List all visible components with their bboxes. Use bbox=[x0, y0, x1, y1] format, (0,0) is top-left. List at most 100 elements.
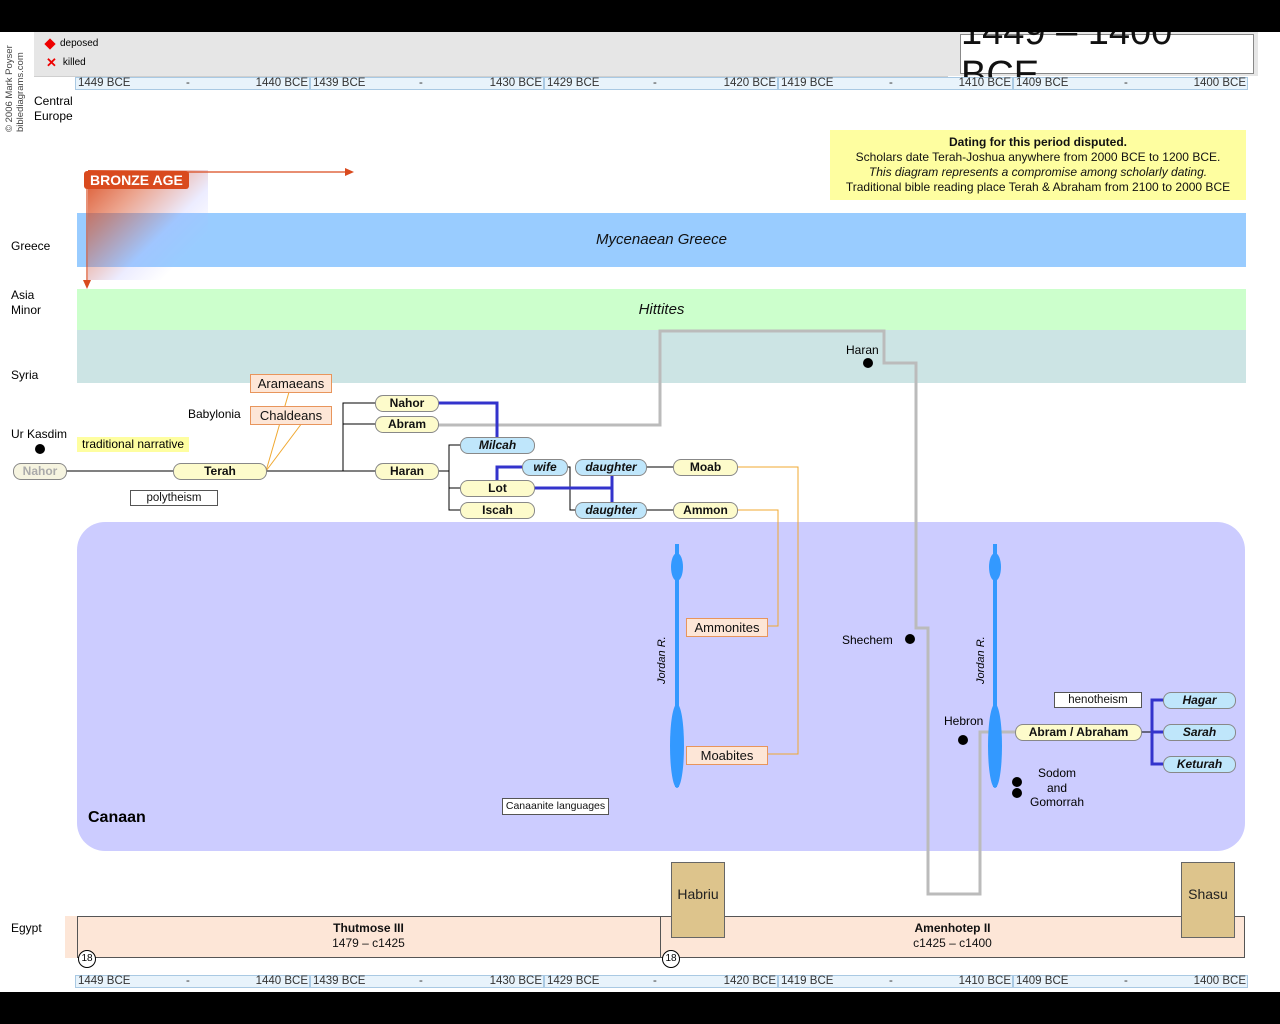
band-egypt bbox=[65, 916, 1245, 958]
dating-note: Dating for this period disputed. Scholar… bbox=[830, 130, 1246, 200]
axis-mid: - bbox=[1124, 975, 1128, 987]
band-greece-label: Mycenaean Greece bbox=[596, 231, 727, 248]
axis-mid: - bbox=[889, 975, 893, 987]
descent-line bbox=[265, 391, 290, 472]
note-line: This diagram represents a compromise amo… bbox=[868, 165, 1208, 179]
person-sarah[interactable]: Sarah bbox=[1163, 724, 1236, 741]
region-egypt: Egypt bbox=[11, 921, 42, 935]
cross-icon: ✕ bbox=[46, 54, 57, 70]
place-haran: Haran bbox=[846, 343, 879, 357]
river-jordan-right bbox=[988, 544, 1002, 788]
region-greece: Greece bbox=[11, 239, 51, 253]
axis-start: 1439 BCE bbox=[313, 77, 366, 89]
axis-mid: - bbox=[1124, 77, 1128, 89]
axis-end: 1410 BCE bbox=[958, 975, 1011, 987]
legend-deposed: deposed bbox=[44, 37, 99, 50]
place-hebron: Hebron bbox=[944, 714, 984, 728]
region-label-line: Central bbox=[34, 94, 73, 108]
legend-killed: ✕ killed bbox=[46, 54, 86, 70]
person-abram[interactable]: Abram bbox=[375, 416, 439, 433]
place-dot-haran bbox=[863, 358, 873, 368]
legend-bar: deposed ✕ killed bbox=[34, 32, 948, 77]
papyrus-shasu: Shasu bbox=[1181, 862, 1235, 938]
axis-mid: - bbox=[889, 77, 893, 89]
axis-segment: 1449 BCE - 1440 BCE bbox=[75, 975, 310, 988]
band-greece: Mycenaean Greece bbox=[77, 213, 1246, 267]
person-ammon[interactable]: Ammon bbox=[673, 502, 738, 519]
note-line: Scholars date Terah-Joshua anywhere from… bbox=[855, 150, 1221, 164]
person-haran[interactable]: Haran bbox=[375, 463, 439, 480]
axis-segment: 1439 BCE - 1430 BCE bbox=[310, 975, 544, 988]
axis-end: 1430 BCE bbox=[489, 975, 542, 987]
pharaoh-thutmose-iii: Thutmose III 1479 – c1425 bbox=[77, 921, 660, 951]
label-henotheism: henotheism bbox=[1054, 692, 1142, 708]
axis-end: 1400 BCE bbox=[1193, 975, 1246, 987]
timeline-axis-top: 1449 BCE - 1440 BCE 1439 BCE - 1430 BCE … bbox=[75, 77, 1248, 91]
people-aramaeans: Aramaeans bbox=[250, 374, 332, 393]
axis-end: 1430 BCE bbox=[489, 77, 542, 89]
region-canaan: Canaan bbox=[88, 809, 146, 826]
place-dot-shechem bbox=[905, 634, 915, 644]
pharaoh-name: Thutmose III bbox=[333, 921, 404, 935]
diagram-stage: © 2006 Mark Poyser biblediagrams.com dep… bbox=[0, 32, 1280, 992]
title-box: 1449 – 1400 BCE bbox=[948, 32, 1258, 96]
person-hagar[interactable]: Hagar bbox=[1163, 692, 1236, 709]
region-label-line: Minor bbox=[11, 303, 42, 317]
people-chaldeans: Chaldeans bbox=[250, 406, 332, 425]
axis-end: 1400 BCE bbox=[1193, 77, 1246, 89]
axis-segment: 1419 BCE - 1410 BCE bbox=[778, 77, 1013, 90]
connection-lines bbox=[65, 168, 1163, 896]
person-iscah[interactable]: Iscah bbox=[460, 502, 535, 519]
marriage-line bbox=[437, 401, 499, 445]
person-terah[interactable]: Terah bbox=[173, 463, 267, 480]
place-dot-sodom bbox=[1012, 777, 1022, 787]
tree-line bbox=[448, 444, 460, 511]
label-jordan-river-left: Jordan R. bbox=[656, 636, 668, 684]
person-daughter-1[interactable]: daughter bbox=[575, 459, 647, 476]
legend-deposed-label: deposed bbox=[60, 38, 99, 49]
place-dot-gomorrah bbox=[1012, 788, 1022, 798]
person-abraham[interactable]: Abram / Abraham bbox=[1015, 724, 1142, 741]
band-hittites-label: Hittites bbox=[638, 301, 685, 318]
descent-line bbox=[265, 422, 303, 472]
axis-segment: 1419 BCE - 1410 BCE bbox=[778, 975, 1013, 988]
axis-segment: 1439 BCE - 1430 BCE bbox=[310, 77, 544, 90]
region-label-line: Asia bbox=[11, 288, 35, 302]
axis-segment: 1429 BCE - 1420 BCE bbox=[544, 975, 778, 988]
pharaoh-name: Amenhotep II bbox=[914, 921, 991, 935]
region-canaan-area bbox=[77, 522, 1245, 851]
person-nahor[interactable]: Nahor bbox=[375, 395, 439, 412]
egypt-border bbox=[77, 916, 1245, 958]
person-nahor-old[interactable]: Nahor bbox=[13, 463, 67, 480]
axis-segment: 1409 BCE - 1400 BCE bbox=[1013, 975, 1248, 988]
pharaoh-dates: 1479 – c1425 bbox=[332, 936, 405, 950]
axis-end: 1420 BCE bbox=[723, 975, 776, 987]
axis-segment: 1429 BCE - 1420 BCE bbox=[544, 77, 778, 90]
region-babylonia: Babylonia bbox=[188, 407, 241, 421]
person-milcah[interactable]: Milcah bbox=[460, 437, 535, 454]
axis-segment: 1409 BCE - 1400 BCE bbox=[1013, 77, 1248, 90]
person-daughter-2[interactable]: daughter bbox=[575, 502, 647, 519]
place-label-line: Gomorrah bbox=[1030, 795, 1085, 809]
people-moabites: Moabites bbox=[686, 746, 768, 765]
descent-line bbox=[736, 509, 779, 627]
dynasty-badge: 18 bbox=[78, 950, 96, 968]
timeline-axis-bottom: 1449 BCE - 1440 BCE 1439 BCE - 1430 BCE … bbox=[75, 975, 1248, 989]
note-line: Dating for this period disputed. bbox=[949, 135, 1127, 149]
axis-mid: - bbox=[653, 975, 657, 987]
people-ammonites: Ammonites bbox=[686, 618, 768, 637]
axis-mid: - bbox=[653, 77, 657, 89]
axis-start: 1439 BCE bbox=[313, 975, 366, 987]
axis-end: 1410 BCE bbox=[958, 77, 1011, 89]
descent-line bbox=[736, 466, 799, 755]
axis-mid: - bbox=[186, 77, 190, 89]
label-canaanite-languages: Canaanite languages bbox=[502, 798, 609, 815]
person-wife[interactable]: wife bbox=[522, 459, 568, 476]
person-lot[interactable]: Lot bbox=[460, 480, 535, 497]
era-arrow-head bbox=[83, 280, 91, 289]
axis-segment: 1449 BCE - 1440 BCE bbox=[75, 77, 310, 90]
region-central-europe: Central Europe bbox=[34, 94, 73, 124]
person-moab[interactable]: Moab bbox=[673, 459, 738, 476]
era-bronze-age: BRONZE AGE bbox=[84, 171, 189, 189]
person-keturah[interactable]: Keturah bbox=[1163, 756, 1236, 773]
